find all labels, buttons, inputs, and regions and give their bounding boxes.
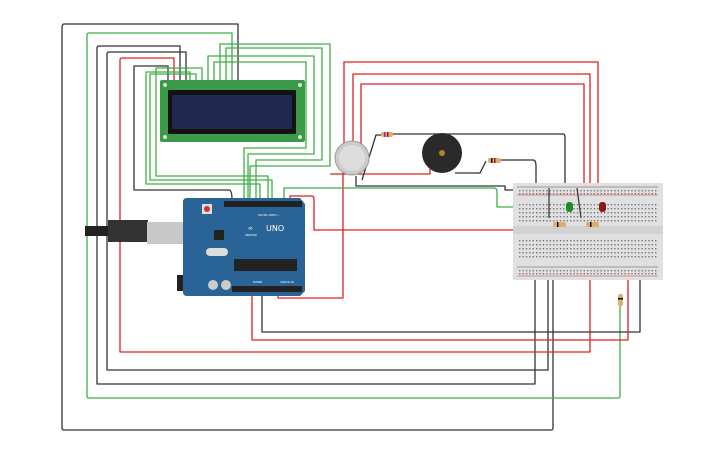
wire-black[interactable] — [106, 51, 549, 371]
wire-black[interactable] — [61, 23, 554, 431]
wire-black[interactable] — [576, 187, 582, 219]
arduino-uno[interactable]: ∞ UNO ARDUINO DIGITAL (PWM~) POWER ANALO… — [85, 198, 305, 296]
wire-red[interactable] — [119, 57, 591, 353]
wire-green[interactable] — [207, 55, 315, 200]
resistor[interactable] — [618, 294, 623, 306]
wire-green[interactable] — [213, 61, 307, 200]
wire-black[interactable] — [133, 65, 233, 201]
lcd-display[interactable] — [160, 80, 305, 142]
uno-label: UNO — [266, 224, 284, 233]
wire-red[interactable] — [343, 61, 599, 188]
breadboard-holes — [519, 190, 657, 275]
resistor[interactable] — [488, 158, 501, 163]
brand-label: ARDUINO — [245, 233, 257, 237]
wire-black[interactable] — [96, 45, 536, 385]
digital-label: DIGITAL (PWM~) — [258, 213, 279, 217]
wire-green[interactable] — [283, 187, 611, 217]
wire-green[interactable] — [225, 47, 323, 200]
wire-red[interactable] — [289, 195, 571, 231]
wire-green[interactable] — [219, 43, 331, 200]
led-red[interactable] — [599, 202, 606, 212]
wire-red[interactable] — [352, 73, 591, 188]
wire-green[interactable] — [145, 71, 261, 200]
resistor[interactable] — [553, 222, 566, 227]
wire-green[interactable] — [86, 32, 621, 399]
breadboard[interactable] — [513, 183, 663, 280]
gas-sensor[interactable] — [334, 140, 370, 176]
power-label: POWER — [253, 280, 263, 284]
wire-black[interactable] — [455, 159, 537, 188]
analog-label: ANALOG IN — [280, 280, 294, 284]
wire-black[interactable] — [355, 176, 515, 191]
wire-black[interactable] — [261, 268, 641, 333]
led-green[interactable] — [566, 202, 573, 212]
wire-green[interactable] — [149, 73, 273, 200]
arduino-logo: ∞ — [248, 225, 253, 232]
wire-red[interactable] — [360, 83, 585, 188]
wire-red[interactable] — [251, 268, 629, 341]
usb-cable — [85, 226, 109, 236]
piezo-buzzer[interactable] — [422, 133, 462, 173]
resistor[interactable] — [381, 132, 393, 137]
resistor[interactable] — [586, 222, 599, 227]
